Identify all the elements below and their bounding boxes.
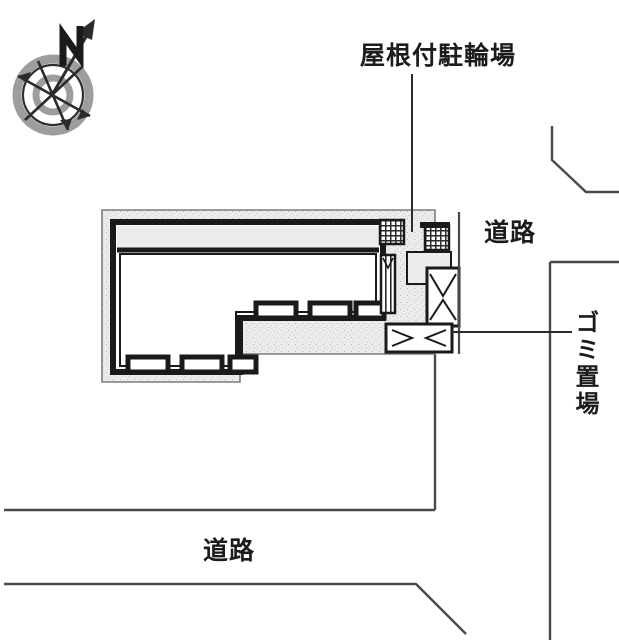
gate-symbol-icon-2 [391, 329, 447, 347]
gate-symbol-icon [429, 273, 457, 321]
covered-bicycle-parking [378, 218, 406, 315]
road-south-bottom-edge [4, 582, 467, 635]
label-garbage-area: ゴミ置場 [571, 310, 599, 418]
leader-lines [411, 74, 572, 333]
label-road-south: 道路 [203, 536, 256, 565]
north-pointer-icon [50, 19, 95, 96]
parking-space-upper[interactable] [425, 266, 461, 328]
road-east-upper-edge [550, 126, 619, 194]
garbage-enclosure[interactable] [384, 322, 454, 354]
road-boundaries [4, 126, 619, 640]
balcony-notches-upper [253, 300, 387, 321]
label-road-east: 道路 [484, 218, 537, 247]
building-roof-band [117, 226, 379, 248]
balcony-notches-lower [125, 354, 259, 375]
north-arrow-icon [12, 19, 95, 136]
building-interior [119, 253, 377, 367]
stairs-upper [420, 222, 451, 252]
label-bicycle-parking: 屋根付駐輪場 [360, 41, 517, 70]
